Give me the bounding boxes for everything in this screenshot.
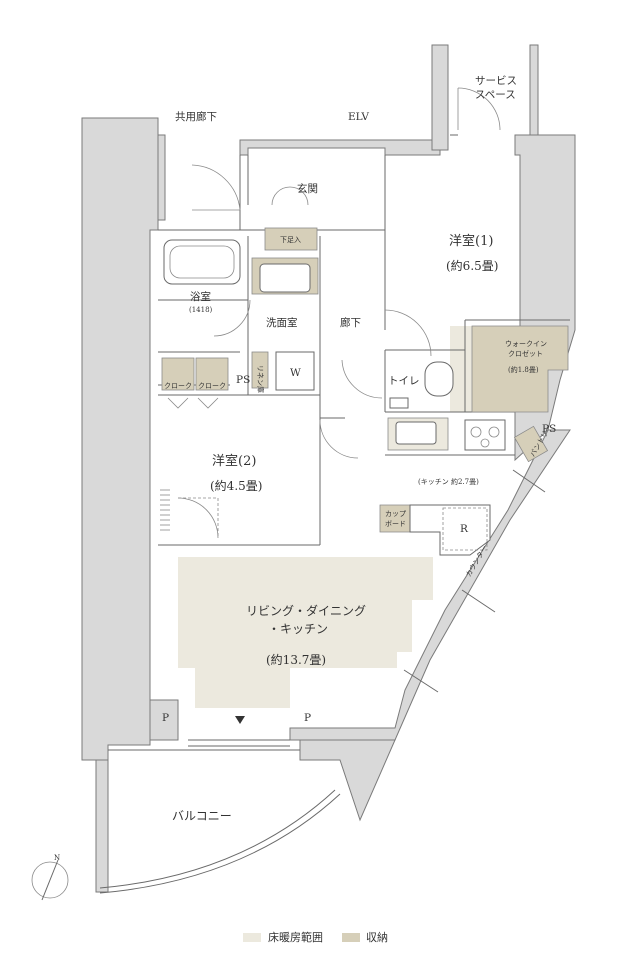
label-walkin-size: (約1.8畳) xyxy=(508,365,539,374)
heater-vents xyxy=(160,489,170,531)
north-arrow xyxy=(31,859,69,901)
legend-storage-swatch xyxy=(342,933,360,942)
label-ldk-size: (約13.7畳) xyxy=(266,652,326,667)
legend-heated-label: 床暖房範囲 xyxy=(268,931,323,944)
label-closet-left: クローク xyxy=(164,382,192,390)
pantry-storage xyxy=(513,425,549,463)
label-bathroom: 浴室 xyxy=(190,290,211,303)
label-western2-name: 洋室(2) xyxy=(212,453,256,469)
label-walkin-2: クロゼット xyxy=(508,349,543,358)
linen-storage xyxy=(251,351,269,389)
legend-heated-swatch xyxy=(243,933,261,942)
label-cupboard-1: カップ xyxy=(385,510,406,518)
south-wall-sw xyxy=(149,699,179,741)
washbasin xyxy=(259,263,311,293)
walkin-closet xyxy=(471,325,569,413)
door-swings xyxy=(167,87,501,539)
label-linen: リネン庫 xyxy=(256,365,265,393)
label-western1-size: (約6.5畳) xyxy=(446,258,498,273)
label-shoe-box: 下足入 xyxy=(280,236,301,244)
fridge-space xyxy=(442,507,488,551)
label-entrance: 玄関 xyxy=(297,182,318,195)
label-ps-right: PS xyxy=(542,423,556,435)
service-wall-right xyxy=(529,44,539,136)
elv-wall xyxy=(431,44,449,151)
toilet-sink xyxy=(389,397,409,409)
label-balcony: バルコニー xyxy=(172,809,232,823)
balcony-railing xyxy=(99,789,336,889)
bathtub-inner xyxy=(169,245,235,279)
kitchen-sink xyxy=(395,421,437,445)
outer-wall-diagonal xyxy=(289,429,571,741)
label-elv: ELV xyxy=(348,111,369,123)
toilet-tank xyxy=(424,361,454,397)
label-ldk-2: ・キッチン xyxy=(268,622,328,636)
outer-wall-north xyxy=(157,134,166,221)
label-washroom: 洗面室 xyxy=(266,316,298,329)
label-western1-name: 洋室(1) xyxy=(449,233,493,249)
label-bathroom-size: (1418) xyxy=(189,306,213,314)
label-cupboard-2: ボード xyxy=(385,520,406,528)
bathtub xyxy=(163,239,241,285)
label-fridge: R xyxy=(460,523,469,535)
label-western2-size: (約4.5畳) xyxy=(210,478,262,493)
shoe-box xyxy=(264,227,318,251)
label-hallway: 廊下 xyxy=(340,316,361,329)
outer-wall-west xyxy=(81,117,159,761)
label-toilet: トイレ xyxy=(388,375,420,387)
outer-wall-top xyxy=(239,139,441,156)
label-closet-right: クローク xyxy=(198,382,226,390)
washer-pan xyxy=(275,351,315,391)
label-service-space-1: サービス xyxy=(475,75,517,87)
western1-heated-floor xyxy=(450,326,472,412)
closet-left xyxy=(161,357,195,391)
label-north: N xyxy=(54,854,60,862)
balcony-wall-west xyxy=(82,759,109,893)
label-washer: W xyxy=(290,367,301,379)
window-triangle xyxy=(235,716,245,724)
balcony-railing-inner xyxy=(99,793,341,894)
ldk-heated-floor xyxy=(178,557,433,708)
window-east xyxy=(403,469,546,693)
label-ldk-1: リビング・ダイニング xyxy=(246,603,366,618)
legend-storage-label: 収納 xyxy=(366,931,388,944)
label-pipe-right: P xyxy=(304,712,311,724)
label-kitchen-size: (キッチン 約2.7畳) xyxy=(418,477,479,486)
label-common-corridor: 共用廊下 xyxy=(175,110,217,123)
label-service-space-2: スペース xyxy=(475,89,516,101)
label-ps-left: PS xyxy=(236,374,250,386)
stove xyxy=(464,419,506,451)
label-walkin-1: ウォークイン xyxy=(505,340,547,348)
balcony-wall-east xyxy=(299,739,396,822)
label-pipe-left: P xyxy=(162,712,169,724)
closet-right xyxy=(195,357,229,391)
kitchen-island xyxy=(409,504,491,556)
